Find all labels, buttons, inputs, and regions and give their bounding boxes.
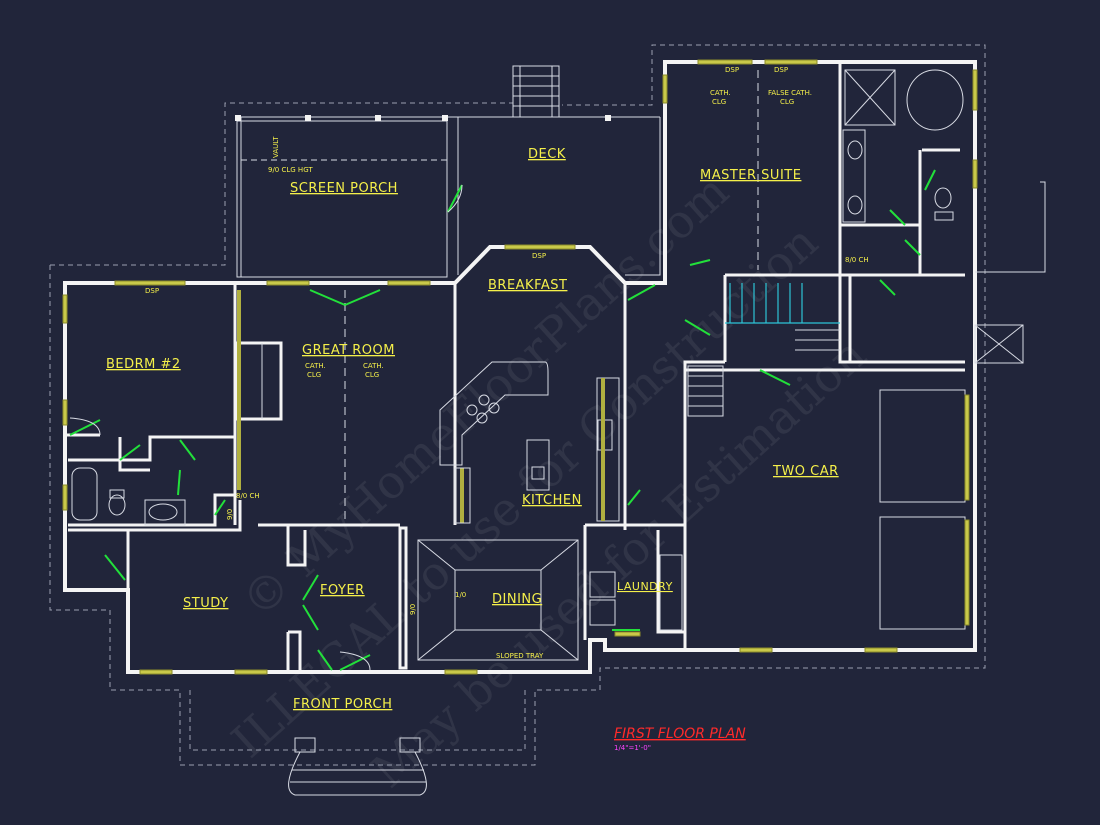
note-sloped-tray: SLOPED TRAY — [496, 652, 544, 660]
deck — [445, 65, 661, 276]
garage-stairs — [687, 365, 724, 417]
room-labels: SCREEN PORCH DECK MASTER SUITE BREAKFAST… — [106, 147, 839, 712]
label-master-suite: MASTER SUITE — [700, 168, 801, 183]
note-cath-gr-2: CATH. — [363, 362, 384, 370]
plan-title: FIRST FLOOR PLAN — [614, 726, 746, 742]
label-screen-porch: SCREEN PORCH — [290, 181, 398, 196]
note-clg-80-a: 8/0 CH — [236, 492, 260, 500]
note-clg-master: CLG — [712, 98, 726, 106]
screen-porch — [235, 115, 611, 278]
note-dining-10: 1/0 — [455, 591, 466, 599]
note-cath-master: CATH. — [710, 89, 731, 97]
plan-scale: 1/4"=1'-0" — [614, 744, 651, 752]
label-bedroom-2: BEDRM #2 — [106, 357, 181, 372]
main-stairs — [725, 283, 840, 351]
note-dsp-master-1: DSP — [725, 66, 739, 74]
label-dining: DINING — [492, 592, 542, 607]
ceiling-notes: VAULT 9/0 CLG HGT DSP DSP DSP DSP CATH. … — [145, 66, 869, 660]
roof-outline — [49, 44, 986, 766]
note-dsp-master-2: DSP — [774, 66, 788, 74]
label-front-porch: FRONT PORCH — [293, 697, 392, 712]
doors — [69, 169, 936, 671]
note-dsp-bedroom: DSP — [145, 287, 159, 295]
interior-walls — [65, 62, 965, 670]
note-clg-90: 9/0 — [226, 509, 234, 520]
label-great-room: GREAT ROOM — [302, 343, 395, 358]
note-dsp-breakfast: DSP — [532, 252, 546, 260]
note-false-clg: CLG — [780, 98, 794, 106]
note-clg-80-b: 8/0 CH — [845, 256, 869, 264]
title-block: FIRST FLOOR PLAN 1/4"=1'-0" — [614, 726, 746, 752]
note-dining-90: 9/0 — [409, 604, 417, 615]
label-kitchen: KITCHEN — [522, 493, 582, 508]
windows — [62, 59, 978, 675]
note-vault: VAULT — [272, 136, 280, 158]
fixtures — [71, 69, 1046, 796]
label-laundry: LAUNDRY — [617, 580, 673, 593]
note-clg-hgt: 9/0 CLG HGT — [268, 166, 313, 174]
note-clg-gr-1: CLG — [307, 371, 321, 379]
note-clg-gr-2: CLG — [365, 371, 379, 379]
label-two-car: TWO CAR — [772, 464, 839, 479]
note-false-cath: FALSE CATH. — [768, 89, 812, 97]
label-foyer: FOYER — [320, 583, 365, 598]
label-deck: DECK — [528, 147, 566, 162]
label-study: STUDY — [183, 596, 228, 611]
note-cath-gr-1: CATH. — [305, 362, 326, 370]
label-breakfast: BREAKFAST — [488, 278, 567, 293]
